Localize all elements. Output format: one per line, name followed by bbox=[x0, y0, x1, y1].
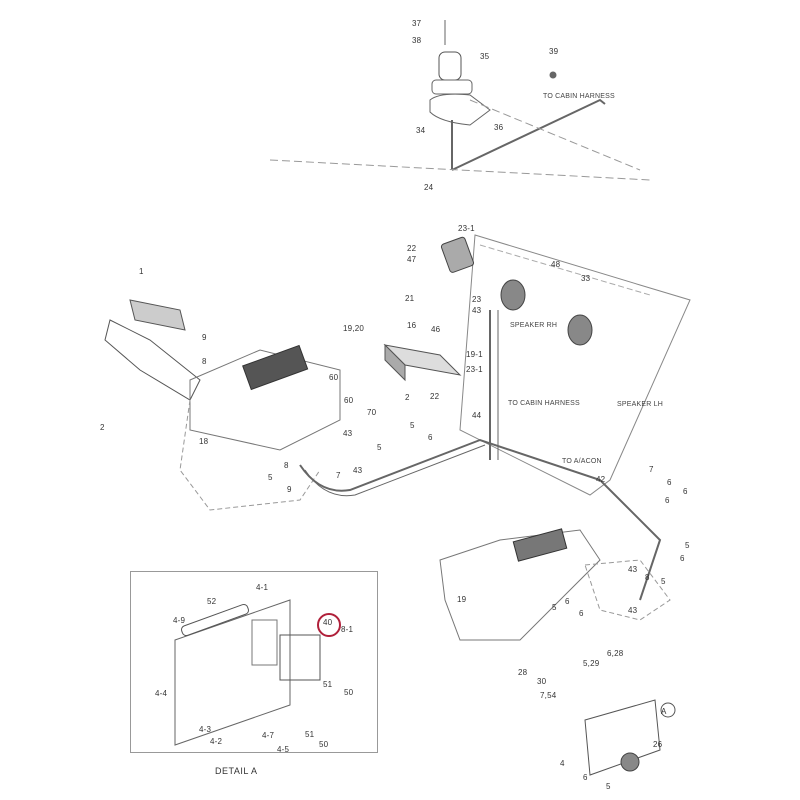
callout-43: 43 bbox=[343, 429, 353, 438]
callout-5: 5 bbox=[410, 421, 415, 430]
callout-8-1: 8-1 bbox=[341, 625, 354, 634]
callout-23-1: 23-1 bbox=[466, 365, 483, 374]
callout-28: 28 bbox=[518, 668, 528, 677]
callout-5: 5 bbox=[552, 603, 557, 612]
callout-5-29: 5,29 bbox=[583, 659, 600, 668]
callout-6-28: 6,28 bbox=[607, 649, 624, 658]
callout-8: 8 bbox=[645, 573, 650, 582]
callout-33: 33 bbox=[581, 274, 591, 283]
callout-7: 7 bbox=[649, 465, 654, 474]
callout-42: 42 bbox=[596, 475, 606, 484]
callout-51: 51 bbox=[305, 730, 315, 739]
callout-37: 37 bbox=[412, 19, 422, 28]
callout-9: 9 bbox=[287, 485, 292, 494]
callout-19: 19 bbox=[457, 595, 467, 604]
callout-A: A bbox=[661, 707, 667, 716]
callout-2: 2 bbox=[405, 393, 410, 402]
callout-34: 34 bbox=[416, 126, 426, 135]
callout-18: 18 bbox=[199, 437, 209, 446]
callout-4-9: 4-9 bbox=[173, 616, 186, 625]
callout-7: 7 bbox=[336, 471, 341, 480]
callout-60: 60 bbox=[344, 396, 354, 405]
callout-52: 52 bbox=[207, 597, 217, 606]
callout-6: 6 bbox=[665, 496, 670, 505]
callout-4-3: 4-3 bbox=[199, 725, 212, 734]
callout-1: 1 bbox=[139, 267, 144, 276]
callout-6: 6 bbox=[667, 478, 672, 487]
callout-4-5: 4-5 bbox=[277, 745, 290, 754]
callout-26: 26 bbox=[653, 740, 663, 749]
callout-50: 50 bbox=[344, 688, 354, 697]
callout-6: 6 bbox=[565, 597, 570, 606]
callout-6: 6 bbox=[683, 487, 688, 496]
callout-19-1: 19-1 bbox=[466, 350, 483, 359]
callout-5: 5 bbox=[685, 541, 690, 550]
note-n1: TO CABIN HARNESS bbox=[543, 93, 615, 100]
callout-4-4: 4-4 bbox=[155, 689, 168, 698]
callout-48: 48 bbox=[551, 260, 561, 269]
module-box bbox=[383, 343, 462, 382]
callout-22: 22 bbox=[430, 392, 440, 401]
callout-19-20: 19,20 bbox=[343, 324, 365, 333]
detail-a-bracket bbox=[174, 599, 321, 746]
callout-23-1: 23-1 bbox=[458, 224, 475, 233]
highlight-circle-callout-40 bbox=[317, 613, 341, 637]
callout-40: 40 bbox=[323, 618, 333, 627]
callout-4-1: 4-1 bbox=[256, 583, 269, 592]
beacon-lamp-assembly bbox=[269, 20, 651, 181]
callout-4: 4 bbox=[560, 759, 565, 768]
callout-43: 43 bbox=[628, 606, 638, 615]
callout-8: 8 bbox=[202, 357, 207, 366]
callout-8: 8 bbox=[284, 461, 289, 470]
callout-50: 50 bbox=[319, 740, 329, 749]
callout-38: 38 bbox=[412, 36, 422, 45]
callout-23: 23 bbox=[472, 295, 482, 304]
detail-a-title: DETAIL A bbox=[215, 766, 258, 776]
callout-7-54: 7,54 bbox=[540, 691, 557, 700]
callout-6: 6 bbox=[579, 609, 584, 618]
callout-4-2: 4-2 bbox=[210, 737, 223, 746]
callout-21: 21 bbox=[405, 294, 415, 303]
callout-43: 43 bbox=[353, 466, 363, 475]
callout-46: 46 bbox=[431, 325, 441, 334]
callout-16: 16 bbox=[407, 321, 417, 330]
callout-4-7: 4-7 bbox=[262, 731, 275, 740]
callout-43: 43 bbox=[472, 306, 482, 315]
callout-36: 36 bbox=[494, 123, 504, 132]
callout-51: 51 bbox=[323, 680, 333, 689]
note-n4: SPEAKER LH bbox=[617, 401, 663, 408]
right-console bbox=[439, 528, 671, 641]
callout-22: 22 bbox=[407, 244, 417, 253]
note-n3: TO CABIN HARNESS bbox=[508, 400, 580, 407]
callout-5: 5 bbox=[606, 782, 611, 791]
note-n5: TO A/ACON bbox=[562, 458, 602, 465]
note-n2: SPEAKER RH bbox=[510, 322, 558, 329]
callout-5: 5 bbox=[661, 577, 666, 586]
callout-5: 5 bbox=[268, 473, 273, 482]
left-console bbox=[104, 299, 662, 601]
callout-35: 35 bbox=[480, 52, 490, 61]
callout-24: 24 bbox=[424, 183, 434, 192]
callout-9: 9 bbox=[202, 333, 207, 342]
callout-60: 60 bbox=[329, 373, 339, 382]
callout-6: 6 bbox=[680, 554, 685, 563]
callout-2: 2 bbox=[100, 423, 105, 432]
detail-a-frame bbox=[130, 571, 378, 753]
callout-5: 5 bbox=[377, 443, 382, 452]
callout-6: 6 bbox=[583, 773, 588, 782]
callout-39: 39 bbox=[549, 47, 559, 56]
callout-70: 70 bbox=[367, 408, 377, 417]
callout-30: 30 bbox=[537, 677, 547, 686]
callout-43: 43 bbox=[628, 565, 638, 574]
callout-47: 47 bbox=[407, 255, 417, 264]
callout-44: 44 bbox=[472, 411, 482, 420]
cab-panel bbox=[440, 234, 691, 496]
callout-6: 6 bbox=[428, 433, 433, 442]
bracket-a bbox=[584, 699, 676, 776]
